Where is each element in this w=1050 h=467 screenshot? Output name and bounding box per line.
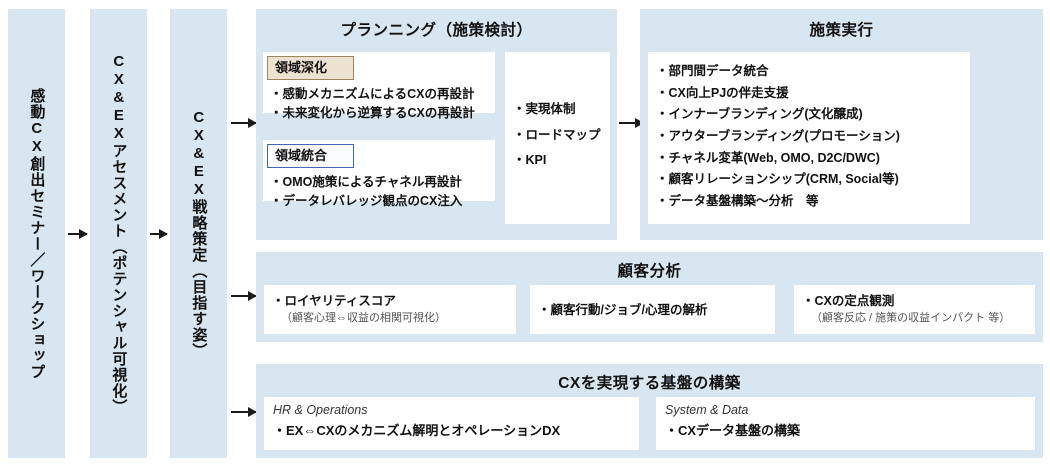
card-planning-side: ・実現体制 ・ロードマップ ・KPI bbox=[505, 52, 610, 224]
panel-execution-title: 施策実行 bbox=[809, 22, 874, 39]
card-hr-operations-heading: HR & Operations bbox=[273, 403, 368, 417]
stage-column-seminar-label: 感動CX創出セミナー／ワークショップ bbox=[28, 87, 46, 380]
list-item: ・チャネル変革(Web, OMO, D2C/DWC) bbox=[656, 150, 880, 165]
card-loyalty-score: ・ロイヤリティスコア （顧客心理⇔収益の相関可視化） bbox=[264, 285, 516, 334]
list-item: ・顧客リレーションシップ(CRM, Social等) bbox=[656, 172, 899, 187]
card-system-data-heading: System & Data bbox=[665, 403, 749, 417]
card-execution-items: ・部門間データ統合 ・CX向上PJの伴走支援 ・インナーブランディング(文化醸成… bbox=[648, 52, 970, 224]
list-item: ・アウターブランディング(プロモーション) bbox=[656, 128, 900, 143]
list-item: ・KPI bbox=[513, 153, 547, 168]
card-behavior-analysis-main: ・顧客行動/ジョブ/心理の解析 bbox=[538, 303, 708, 317]
arrow-planning-to-execution bbox=[619, 122, 643, 124]
arrow-strategy-to-customer-analysis bbox=[231, 295, 256, 297]
stage-column-strategy: CX&EX戦略策定（目指す姿） bbox=[170, 9, 227, 458]
list-item: ・部門間データ統合 bbox=[656, 64, 769, 78]
list-item: ・データレバレッジ観点のCX注入 bbox=[270, 193, 463, 208]
card-ryoiki-shinka: 領域深化 ・感動メカニズムによるCXの再設計 ・未来変化から逆算するCXの再設計 bbox=[263, 52, 495, 120]
card-loyalty-score-main: ・ロイヤリティスコア bbox=[272, 294, 396, 308]
arrow-strategy-to-foundation bbox=[231, 411, 256, 413]
arrow-seminar-to-assessment bbox=[68, 233, 87, 235]
stage-column-seminar: 感動CX創出セミナー／ワークショップ bbox=[8, 9, 65, 458]
stage-column-strategy-label: CX&EX戦略策定（目指す姿） bbox=[190, 108, 208, 359]
card-system-data-main: ・CXデータ基盤の構築 bbox=[665, 423, 801, 438]
arrow-strategy-to-planning bbox=[231, 122, 256, 124]
panel-customer-analysis-title: 顧客分析 bbox=[617, 263, 682, 280]
stage-column-assessment: CX&EXアセスメント（ポテンシャル可視化） bbox=[90, 9, 147, 458]
card-cx-monitoring-main: ・CXの定点観測 bbox=[802, 294, 895, 308]
list-item: ・感動メカニズムによるCXの再設計 bbox=[270, 86, 475, 101]
card-cx-monitoring: ・CXの定点観測 （顧客反応 / 施策の収益インパクト 等） bbox=[794, 285, 1035, 334]
card-behavior-analysis: ・顧客行動/ジョブ/心理の解析 bbox=[530, 285, 775, 334]
stage-column-assessment-label: CX&EXアセスメント（ポテンシャル可視化） bbox=[110, 52, 128, 415]
card-ryoiki-togo: 領域統合 ・OMO施策によるチャネル再設計 ・データレバレッジ観点のCX注入 bbox=[263, 140, 495, 208]
panel-planning-title: プランニング（施策検討） bbox=[340, 22, 533, 39]
card-cx-monitoring-sub: （顧客反応 / 施策の収益インパクト 等） bbox=[811, 312, 1011, 325]
card-hr-operations: HR & Operations ・EX⇔CXのメカニズム解明とオペレーションDX bbox=[264, 397, 639, 450]
list-item: ・ロードマップ bbox=[513, 127, 601, 142]
list-item: ・未来変化から逆算するCXの再設計 bbox=[270, 105, 475, 120]
card-loyalty-score-sub: （顧客心理⇔収益の相関可視化） bbox=[281, 312, 446, 325]
list-item: ・実現体制 bbox=[513, 102, 576, 116]
card-hr-operations-main: ・EX⇔CXのメカニズム解明とオペレーションDX bbox=[273, 423, 561, 438]
list-item: ・CX向上PJの伴走支援 bbox=[656, 85, 789, 100]
panel-foundation-title: CXを実現する基盤の構築 bbox=[558, 375, 741, 392]
badge-ryoiki-togo: 領域統合 bbox=[267, 144, 355, 168]
list-item: ・インナーブランディング(文化醸成) bbox=[656, 107, 863, 122]
arrow-assessment-to-strategy bbox=[150, 233, 167, 235]
list-item: ・データ基盤構築〜分析 等 bbox=[656, 193, 819, 208]
card-system-data: System & Data ・CXデータ基盤の構築 bbox=[656, 397, 1035, 450]
badge-ryoiki-shinka: 領域深化 bbox=[267, 56, 355, 80]
list-item: ・OMO施策によるチャネル再設計 bbox=[270, 174, 462, 189]
